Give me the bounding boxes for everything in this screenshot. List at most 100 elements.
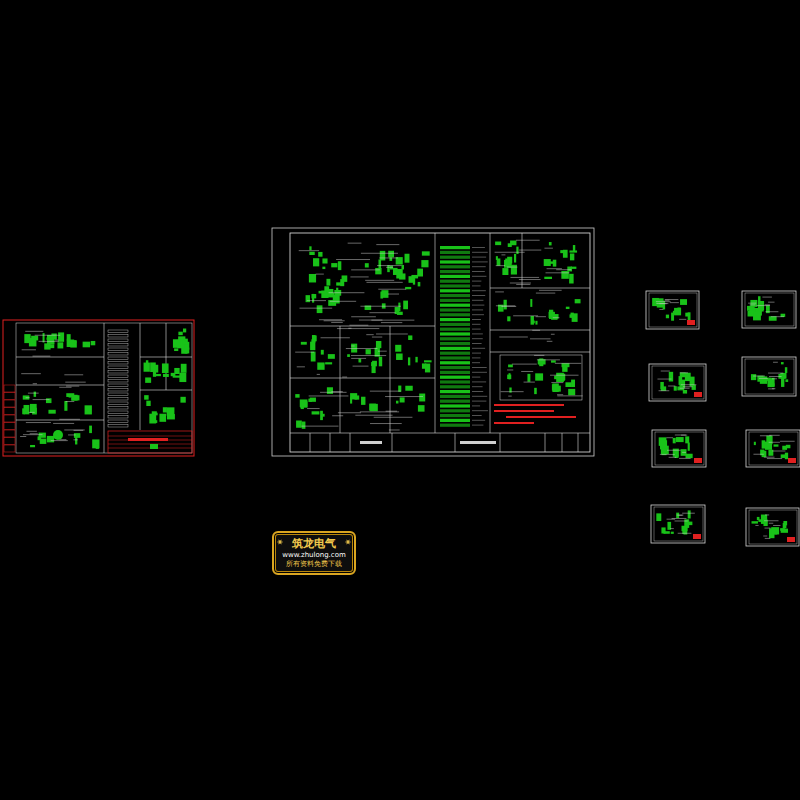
red-stamp — [693, 534, 701, 539]
small-sheet-frame — [749, 510, 797, 544]
drawing-line — [553, 317, 560, 318]
component-block — [48, 338, 52, 342]
small-sheet-frame — [745, 293, 794, 326]
component-block — [331, 263, 337, 267]
watermark-text: 所有资料免费下载 — [286, 560, 342, 569]
title-cell — [4, 423, 15, 430]
component-block — [661, 527, 665, 533]
drawing-line — [455, 433, 456, 452]
drawing-line — [472, 309, 483, 310]
component-block — [567, 267, 572, 272]
component-block — [673, 449, 679, 457]
drawing-line — [309, 395, 349, 396]
component-block — [747, 306, 755, 311]
component-block — [575, 299, 581, 303]
component-block — [527, 374, 530, 382]
component-block — [754, 442, 756, 445]
component-block — [401, 265, 404, 269]
drawing-line — [764, 457, 775, 458]
component-block — [421, 260, 428, 267]
drawing-line — [22, 349, 36, 350]
component-block — [549, 310, 553, 319]
component-block — [85, 405, 92, 414]
drawing-line — [104, 323, 105, 453]
component-block — [46, 398, 52, 403]
component-block — [322, 267, 325, 269]
component-block — [535, 373, 543, 380]
drawing-line — [490, 288, 590, 289]
drawing-line — [39, 341, 59, 342]
component-block — [765, 442, 772, 450]
component-block — [685, 522, 693, 526]
component-block — [770, 383, 775, 386]
drawing-line — [26, 422, 51, 423]
terminal-strip-cell — [440, 270, 470, 273]
drawing-line — [350, 276, 368, 277]
terminal-row — [108, 380, 128, 383]
watermark-badge: 筑龙电气www.zhulong.com所有资料免费下载 — [272, 531, 356, 575]
component-block — [563, 250, 568, 258]
component-block — [159, 414, 166, 422]
component-block — [417, 269, 423, 277]
drawing-line — [512, 364, 537, 365]
terminal-row — [108, 375, 128, 378]
red-stamp — [687, 320, 695, 325]
component-block — [656, 513, 661, 521]
component-block — [395, 345, 401, 352]
drawing-line — [65, 382, 85, 383]
drawing-line — [675, 520, 688, 521]
drawing-line — [365, 280, 394, 281]
component-block — [685, 436, 689, 443]
component-block — [322, 258, 327, 263]
component-block — [508, 243, 512, 247]
component-block — [671, 532, 674, 534]
drawing-line — [321, 337, 350, 338]
component-block — [768, 450, 773, 456]
component-block — [174, 368, 179, 374]
component-block — [69, 396, 71, 398]
drawing-line — [516, 284, 530, 285]
drawing-line — [539, 290, 562, 291]
drawing-line — [472, 353, 481, 354]
drawing-line — [472, 300, 483, 301]
red-note — [494, 410, 554, 412]
drawing-line — [472, 362, 480, 363]
drawing-line — [659, 309, 663, 310]
drawing-line — [472, 305, 484, 306]
component-block — [762, 451, 767, 457]
drawing-line — [682, 452, 686, 453]
drawing-line — [532, 330, 540, 331]
component-block — [783, 523, 787, 528]
component-block — [48, 410, 55, 414]
drawing-line — [555, 363, 581, 364]
drawing-line — [769, 376, 782, 377]
component-block — [508, 364, 513, 367]
drawing-line — [25, 331, 43, 332]
component-block — [781, 362, 784, 364]
drawing-line — [679, 319, 686, 320]
component-block — [562, 363, 570, 367]
drawing-line — [764, 528, 770, 529]
drawing-line — [317, 374, 320, 375]
drawing-line — [753, 376, 765, 377]
drawing-line — [68, 434, 76, 435]
drawing-line — [501, 254, 505, 255]
terminal-strip-cell — [440, 409, 470, 412]
component-block — [144, 363, 150, 372]
terminal-strip-cell — [440, 304, 470, 307]
component-block — [168, 409, 173, 417]
component-block — [23, 395, 30, 399]
component-block — [565, 382, 571, 387]
component-block — [378, 259, 381, 268]
drawing-line — [360, 411, 399, 412]
component-block — [753, 312, 761, 321]
component-block — [569, 274, 574, 284]
terminal-strip-cell — [440, 342, 470, 345]
component-block — [549, 242, 552, 245]
drawing-line — [660, 454, 675, 455]
terminal-row — [108, 389, 128, 392]
drawing-line — [351, 358, 366, 359]
component-block — [398, 303, 400, 312]
drawing-line — [319, 319, 342, 320]
drawing-line — [496, 305, 515, 306]
